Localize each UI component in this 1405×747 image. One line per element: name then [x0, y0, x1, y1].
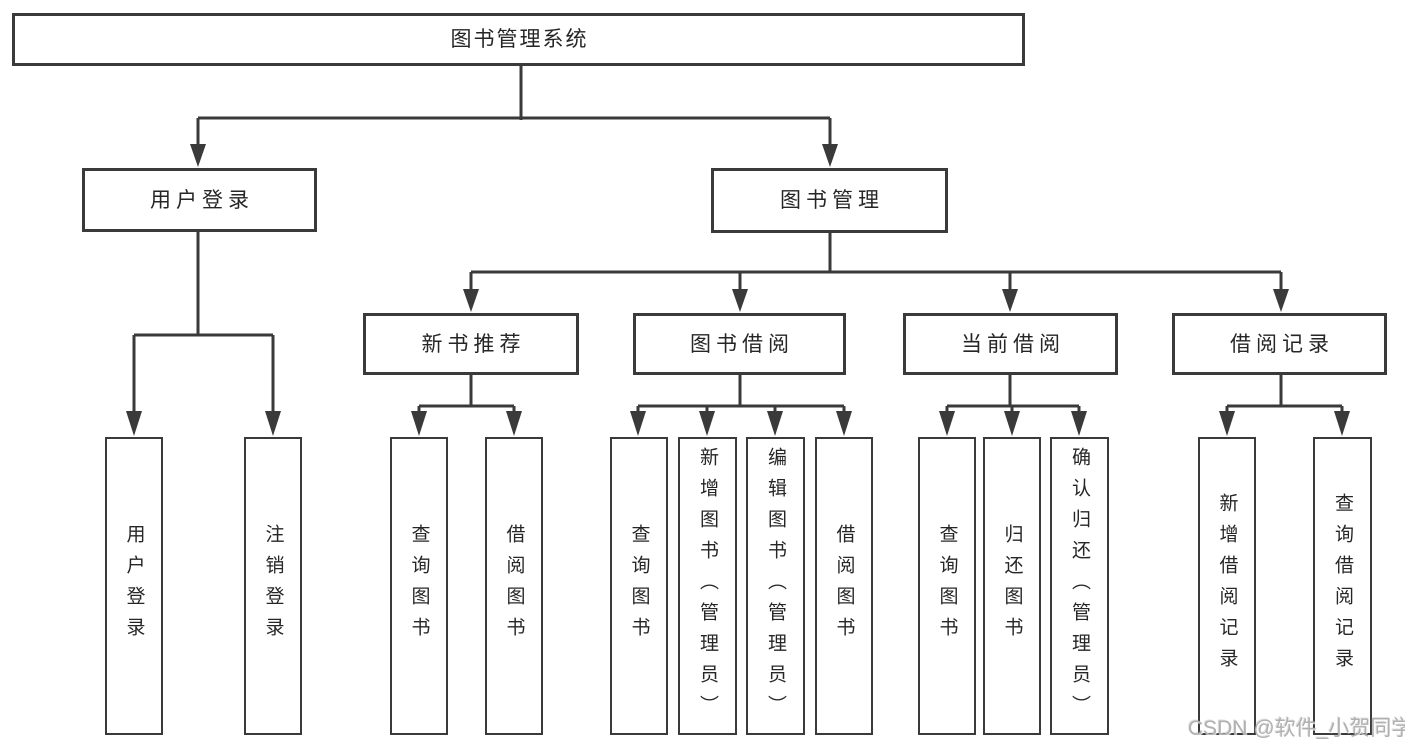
node-book-management: 图书管理 [711, 168, 948, 233]
leaf-query-books-current: 查询图书 [918, 437, 976, 735]
arrow-down-icon [1071, 411, 1087, 436]
arrow-down-icon [1219, 411, 1235, 436]
arrow-down-icon [1273, 289, 1289, 312]
arrow-down-icon [463, 289, 479, 312]
node-user-login: 用户登录 [82, 168, 317, 232]
leaf-borrow-books-borrowing: 借阅图书 [815, 437, 873, 735]
leaf-borrow-books-recommend: 借阅图书 [485, 437, 543, 735]
arrow-down-icon [732, 289, 748, 312]
node-new-book-recommendation: 新书推荐 [363, 313, 579, 375]
leaf-edit-books-admin: 编辑图书（管理员） [746, 437, 805, 735]
leaf-query-books-borrowing: 查询图书 [610, 437, 668, 735]
arrow-down-icon [506, 411, 522, 436]
leaf-query-books-recommend: 查询图书 [390, 437, 448, 735]
leaf-add-books-admin: 新增图书（管理员） [678, 437, 737, 735]
arrow-down-icon [265, 411, 281, 436]
watermark: CSDN @软件_小贺同学 [1188, 717, 1405, 740]
leaf-user-login: 用户登录 [105, 437, 163, 735]
arrow-down-icon [699, 411, 715, 436]
arrow-down-icon [939, 411, 955, 436]
node-current-borrowing: 当前借阅 [903, 313, 1118, 375]
node-borrowing-records: 借阅记录 [1172, 313, 1387, 375]
leaf-return-books: 归还图书 [983, 437, 1041, 735]
arrow-down-icon [1002, 289, 1018, 312]
leaf-logout: 注销登录 [244, 437, 302, 735]
arrow-down-icon [190, 144, 206, 167]
arrow-down-icon [126, 411, 142, 436]
leaf-confirm-return-admin: 确认归还（管理员） [1050, 437, 1109, 735]
arrow-down-icon [767, 411, 783, 436]
arrow-down-icon [411, 411, 427, 436]
node-book-borrowing: 图书借阅 [633, 313, 846, 375]
leaf-add-borrow-record: 新增借阅记录 [1198, 437, 1256, 735]
arrow-down-icon [630, 411, 646, 436]
arrow-down-icon [822, 144, 838, 167]
node-library-management-system: 图书管理系统 [12, 13, 1025, 66]
arrow-down-icon [1004, 411, 1020, 436]
leaf-query-borrow-record: 查询借阅记录 [1313, 437, 1372, 735]
arrow-down-icon [1334, 411, 1350, 436]
arrow-down-icon [836, 411, 852, 436]
